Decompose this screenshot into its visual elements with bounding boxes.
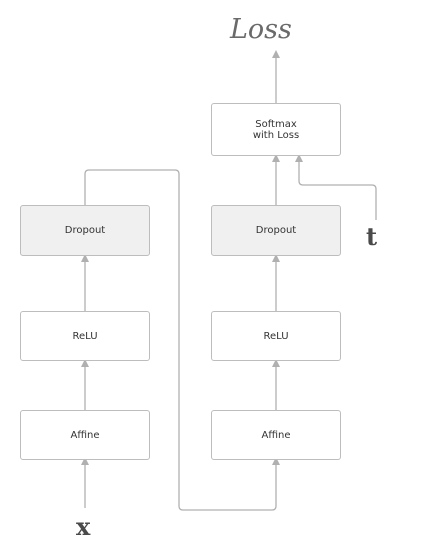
softmax-with-loss-box: Softmax with Loss — [211, 103, 341, 156]
left-affine-label: Affine — [70, 429, 100, 441]
right-affine-label: Affine — [261, 429, 291, 441]
right-relu-label: ReLU — [263, 330, 289, 342]
loss-output-label: Loss — [230, 14, 292, 45]
left-dropout-box: Dropout — [20, 205, 150, 256]
connector-left-dropout-to-right-affine — [84, 169, 280, 511]
right-affine-box: Affine — [211, 410, 341, 460]
left-relu-box: ReLU — [20, 311, 150, 361]
right-dropout-label: Dropout — [255, 225, 297, 236]
input-x-label: x — [76, 512, 91, 541]
left-dropout-label: Dropout — [64, 225, 106, 236]
softmax-label-line1: Softmax — [255, 118, 297, 130]
right-dropout-box: Dropout — [211, 205, 341, 256]
input-t-label: t — [366, 222, 378, 251]
connector-t-to-softmax — [295, 154, 377, 220]
left-relu-label: ReLU — [72, 330, 98, 342]
left-affine-box: Affine — [20, 410, 150, 460]
right-relu-box: ReLU — [211, 311, 341, 361]
softmax-label-line2: with Loss — [252, 129, 300, 141]
